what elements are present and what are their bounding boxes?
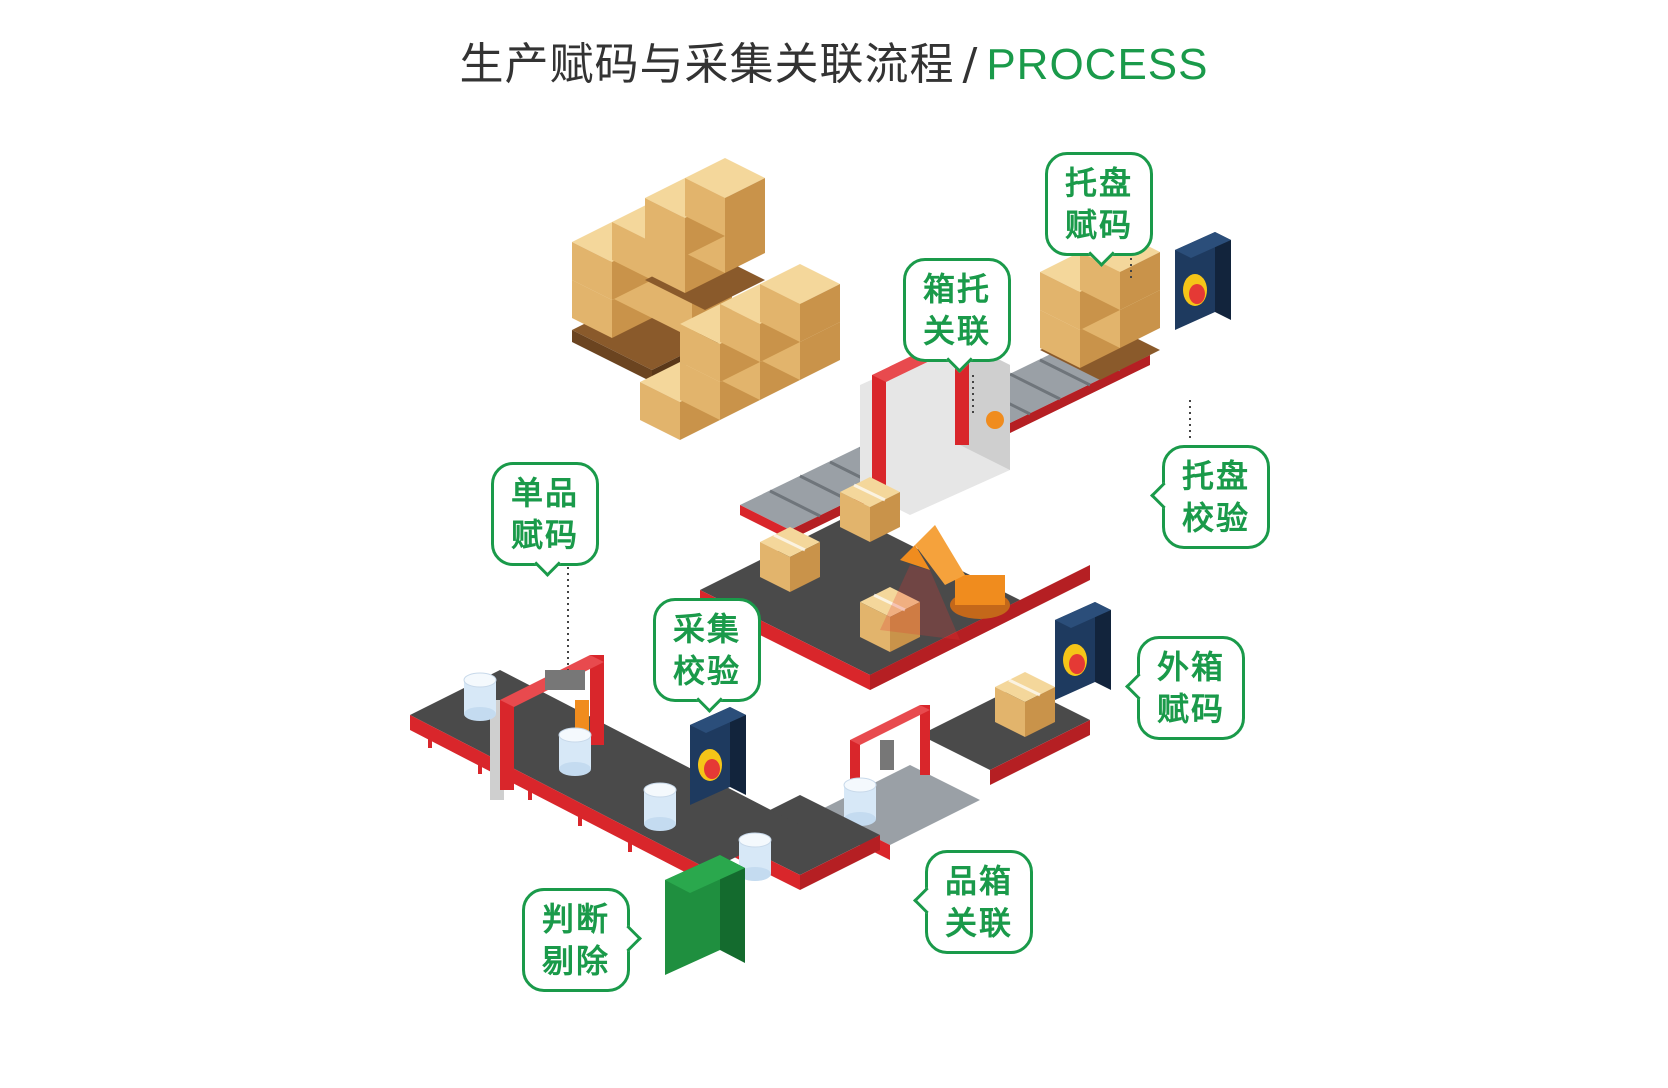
label-box-pallet-link: 箱托关联 [903,258,1011,362]
page-title: 生产赋码与采集关联流程/PROCESS [0,28,1668,92]
title-separator: / [962,39,979,90]
label-judge-reject: 判断剔除 [522,888,630,992]
single-item-gantry [490,655,604,800]
can-2 [558,727,592,777]
label-pallet-verify: 托盘校验 [1162,445,1270,549]
title-en: PROCESS [986,40,1209,89]
label-collect-verify: 采集校验 [653,598,761,702]
label-pallet-coding: 托盘赋码 [1045,152,1153,256]
can-1 [463,672,497,722]
reject-cabinet [665,855,745,975]
collect-scanner [690,707,746,805]
box-pallet-gantry [860,335,1010,515]
can-station [843,777,877,827]
robot-arm [880,525,1010,640]
label-outer-box-coding: 外箱赋码 [1137,636,1245,740]
label-single-coding: 单品赋码 [491,462,599,566]
pallet-end [1040,232,1160,380]
pallet-scanner [1175,232,1231,330]
outer-box-scanner [1055,602,1111,700]
title-zh: 生产赋码与采集关联流程 [459,39,955,90]
label-product-box-link: 品箱关联 [925,850,1033,954]
leader-lines [567,258,1191,670]
pallet-stack-back [645,158,765,310]
can-3 [643,782,677,832]
